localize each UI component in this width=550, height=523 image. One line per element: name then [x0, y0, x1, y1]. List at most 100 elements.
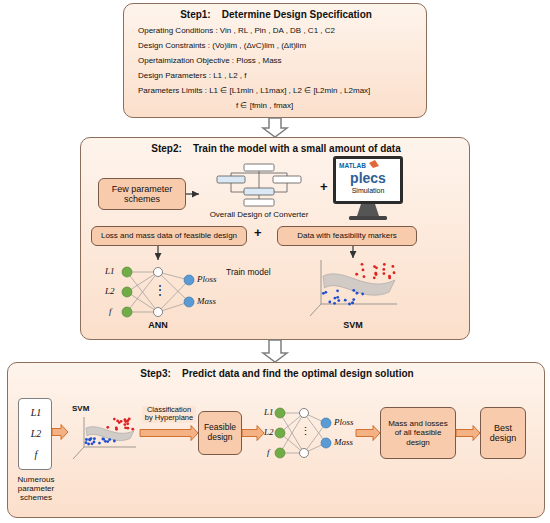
node-text: ⋮	[300, 425, 308, 438]
node-text: f	[109, 306, 112, 316]
node-text: Mass	[334, 437, 353, 447]
feasible-point	[393, 271, 396, 274]
feasible-point	[382, 272, 385, 275]
hidden-neuron	[300, 449, 309, 458]
hyperplane-surface	[323, 274, 395, 295]
step-panel: Few parameter schemesOverall Design of C…	[80, 137, 470, 340]
node-text: MATLAB	[339, 162, 366, 169]
svm-plot: SVM	[303, 258, 403, 334]
feasible-point	[374, 272, 377, 275]
matlab-logo	[369, 160, 379, 168]
node-text: Ploss	[334, 417, 354, 427]
flowchart-line	[287, 183, 288, 192]
block-arrow	[356, 426, 380, 441]
node-text: plecs	[331, 170, 405, 186]
infeasible-point	[337, 299, 340, 302]
feasible-point	[123, 423, 126, 426]
process-box: Best design	[480, 407, 526, 459]
plus-sign: +	[254, 226, 262, 241]
output-neuron	[184, 275, 194, 285]
infeasible-point	[356, 292, 359, 295]
node-text: Mass	[197, 296, 216, 306]
infeasible-point	[352, 298, 355, 301]
input-neuron	[122, 287, 132, 297]
flowchart-line	[259, 195, 260, 199]
feasible-point	[113, 418, 116, 421]
step-title: Step2: Train the model with a small amou…	[81, 143, 471, 155]
infeasible-point	[101, 438, 104, 441]
ann-diagram: L1L2f⋮PlossMassANN	[103, 260, 213, 332]
node-text: L1	[264, 407, 274, 417]
infeasible-point	[98, 442, 101, 445]
input-neuron	[275, 408, 285, 418]
node-text: f	[19, 449, 53, 461]
monitor-base	[349, 216, 387, 220]
monitor-icon: MATLABplecsSimulation	[331, 156, 405, 222]
flowchart-line	[259, 173, 287, 174]
node-text: L1	[19, 407, 53, 419]
feasible-point	[106, 426, 109, 429]
input-neuron	[275, 428, 285, 438]
node-text: L2	[19, 428, 53, 440]
node-text: L2	[105, 286, 115, 296]
monitor-stand	[357, 204, 379, 216]
input-neuron	[122, 267, 132, 277]
node-text: SVM	[303, 320, 403, 330]
node-text: Overall Design of Converter	[199, 210, 319, 219]
step-title: Step1: Determine Design Specification	[124, 9, 428, 21]
infeasible-point	[106, 440, 109, 443]
svm-figure	[310, 260, 397, 316]
flowchart-line	[231, 192, 244, 193]
flowchart-figure	[217, 164, 301, 206]
flow-arrow	[157, 246, 158, 260]
feasible-point	[126, 427, 129, 430]
feasible-point	[361, 263, 364, 266]
flowchart-image: Overall Design of Converter	[199, 162, 319, 222]
process-box: Mass and losses of all feasible design	[380, 407, 456, 459]
input-neuron	[275, 448, 285, 458]
infeasible-point	[352, 289, 355, 292]
hidden-neuron	[154, 308, 163, 317]
infeasible-point	[333, 297, 336, 300]
hidden-neuron	[300, 409, 309, 418]
node-text: Design Constraints : (Vo)lim , (ΔvC)lim …	[138, 41, 306, 50]
infeasible-point	[333, 302, 336, 305]
infeasible-point	[328, 301, 331, 304]
flowchart-step	[244, 164, 274, 171]
flowchart-line	[231, 173, 259, 174]
flowchart-line	[287, 173, 288, 176]
output-neuron	[321, 418, 331, 428]
node-text: Loss and mass data of feasible design	[101, 231, 237, 240]
hidden-neuron	[154, 268, 163, 277]
node-text: Data with feasibility markers	[297, 231, 397, 240]
block-arrow	[263, 118, 287, 137]
infeasible-point	[104, 440, 107, 443]
block-arrow	[456, 426, 480, 441]
node-text: SVM	[72, 404, 89, 413]
ann-network	[275, 408, 331, 458]
svm-figure	[73, 417, 136, 459]
node-text: f ∈ [fmin , fmax]	[236, 101, 293, 110]
feasible-point	[362, 269, 365, 272]
feasible-point	[355, 273, 358, 276]
infeasible-point	[85, 441, 88, 444]
infeasible-point	[336, 296, 339, 299]
output-neuron	[321, 438, 331, 448]
ann-network	[122, 267, 194, 317]
block-arrow	[242, 426, 264, 441]
flow-arrow	[186, 193, 199, 194]
plus-sign: +	[320, 180, 328, 195]
node-text: Few parameter schemes	[103, 184, 181, 205]
step-panel: Step1: Determine Design SpecificationOpe…	[123, 3, 427, 118]
infeasible-point	[85, 438, 88, 441]
feasible-point	[363, 275, 366, 278]
process-box: Feasible design	[198, 411, 242, 455]
node-text: ANN	[103, 320, 213, 330]
block-arrow	[52, 425, 68, 440]
node-text: Parameters Limits : L1 ∈ [L1min , L1max]…	[138, 86, 370, 95]
node-text: Numerous parameter schemes	[8, 475, 64, 503]
node-text: Best design	[485, 423, 521, 444]
infeasible-point	[88, 438, 91, 441]
